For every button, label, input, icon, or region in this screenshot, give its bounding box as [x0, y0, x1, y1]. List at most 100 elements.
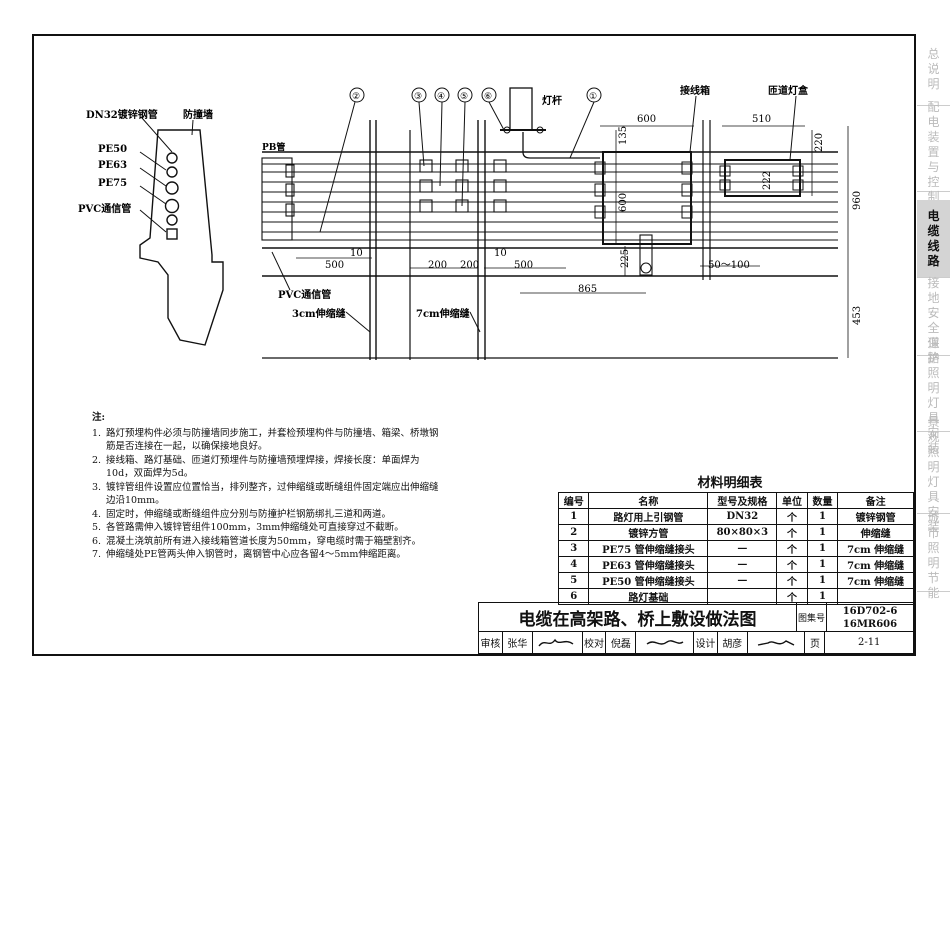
signature-image [748, 632, 806, 653]
cell: 4 [557, 556, 590, 573]
dim-200-b: 200 [460, 260, 479, 271]
cell: 2 [557, 524, 590, 541]
tab-label: 接地安全保护 [927, 275, 940, 365]
tab-landscape-lighting[interactable]: 景观照明灯具安装 [917, 415, 950, 534]
dim-960: 960 [852, 191, 863, 210]
note-number: 2. [92, 454, 102, 466]
dim-500-right: 500 [514, 260, 533, 271]
label-3cm-joint: 3cm伸缩缝 [292, 307, 346, 320]
note-number: 7. [92, 549, 102, 560]
dim-500-left: 500 [325, 260, 344, 271]
note-number: 3. [92, 481, 102, 493]
label-junction-box: 接线箱 [680, 84, 710, 97]
label-7cm-joint: 7cm伸缩缝 [416, 307, 470, 320]
note-number: 5. [92, 522, 102, 533]
plan-view [261, 87, 838, 360]
tab-label: 道路照明灯具安装 [927, 335, 940, 455]
cell: 个 [776, 524, 808, 541]
tab-road-lighting[interactable]: 道路照明灯具安装 [917, 336, 950, 455]
sig-cell: 校对 [583, 632, 607, 653]
materials-title: 材料明细表 [697, 476, 763, 491]
note-text: 路灯预埋构件必须与防撞墙同步施工，并套检预埋构件与防撞墙、箱梁、桥墩钢筋是否连接… [106, 427, 439, 453]
atlas-label: 图集号 [796, 602, 826, 632]
note-text: 伸缩缝处PE管两头伸入钢管时，离钢管中心应各留4～5mm伸缩距离。 [106, 549, 406, 560]
tab-general-notes[interactable]: 总说明 [917, 34, 950, 106]
cell: — [707, 540, 778, 557]
sig-cell: 设计 [694, 632, 718, 653]
note-text: 固定时，伸缩缝或断缝组件应分别与防撞护栏钢筋绑扎三道和两道。 [106, 508, 392, 520]
tab-label: 电缆线路 [927, 208, 940, 268]
cell: 1 [806, 508, 839, 525]
callout-4: ④ [437, 92, 445, 102]
note-item: 6.混凝土浇筑前所有进入接线箱管道长度为50mm，穿电缆时需于箱壁割齐。 [92, 535, 444, 549]
notes-heading: 注: [92, 412, 106, 423]
cell: 个 [776, 588, 808, 605]
tab-power-distribution[interactable]: 配电装置与控制 [917, 100, 950, 204]
cell: 1 [806, 572, 839, 589]
header-cell: 单位 [776, 492, 808, 509]
dim-600-vertical: 600 [618, 193, 629, 212]
dim-600-top: 600 [637, 114, 656, 125]
dimension-lines [296, 125, 849, 358]
title-block: 电缆在高架路、桥上敷设做法图 图集号 16D702-6 16MR606 审核 张… [478, 602, 914, 654]
header-cell: 编号 [557, 492, 590, 509]
label-pvc-section: PVC通信管 [78, 202, 131, 215]
cell: 1 [806, 556, 839, 573]
sig-cell: 审核 [479, 632, 503, 653]
header-cell: 型号及规格 [707, 492, 778, 509]
cell: PE63 管伸缩缝接头 [588, 556, 709, 573]
note-item: 7. 伸缩缝处PE管两头伸入钢管时，离钢管中心应各留4～5mm伸缩距离。 [92, 548, 444, 562]
note-item: 3.镀锌管组件设置应位置恰当，排列整齐，过伸缩缝或断缝组件固定端应出伸缩缝边沿1… [92, 481, 444, 508]
table-header-row: 编号 名称 型号及规格 单位 数量 备注 [557, 492, 914, 509]
label-pvc-plan: PVC通信管 [278, 288, 331, 301]
header-cell: 名称 [588, 492, 709, 509]
side-tab-strip: 总说明 配电装置与控制 电缆线路 接地安全保护 道路照明灯具安装 景观照明灯具安… [917, 34, 950, 604]
note-text: 各管路需伸入镀锌管组件100mm，3mm伸缩缝处可直接穿过不截断。 [106, 522, 404, 533]
dim-10-right: 10 [494, 248, 507, 259]
note-number: 4. [92, 508, 102, 520]
cell: 个 [776, 556, 808, 573]
cell: 个 [776, 540, 808, 557]
barrier-section [139, 117, 224, 346]
cell: 镀锌钢管 [837, 508, 914, 525]
cell: 个 [776, 508, 808, 525]
cell: 5 [557, 572, 590, 589]
label-pe63: PE63 [98, 160, 127, 171]
label-pe50: PE50 [98, 144, 127, 155]
cell [837, 588, 914, 605]
dim-510: 510 [752, 114, 771, 125]
cell: 7cm 伸缩缝 [837, 556, 914, 573]
dim-865: 865 [578, 284, 597, 295]
sig-cell: 倪磊 [606, 632, 637, 653]
tab-label: 配电装置与控制 [927, 100, 940, 204]
atlas-number-2: 16MR606 [842, 619, 898, 630]
tab-grounding-safety[interactable]: 接地安全保护 [917, 276, 950, 365]
cell: 镀锌方管 [588, 524, 709, 541]
tab-label: 景观照明灯具安装 [927, 414, 940, 534]
label-dn32: DN32镀锌钢管 [86, 108, 158, 121]
note-item: 5. 各管路需伸入镀锌管组件100mm，3mm伸缩缝处可直接穿过不截断。 [92, 521, 444, 535]
tab-cable-lines[interactable]: 电缆线路 [917, 200, 950, 278]
cell: PE75 管伸缩缝接头 [588, 540, 709, 557]
cell: 6 [557, 588, 590, 605]
tab-energy-saving[interactable]: 城市照明节能 [917, 511, 950, 600]
cell: 1 [557, 508, 590, 525]
signature-image [533, 632, 583, 653]
notes: 注: 1.路灯预埋构件必须与防撞墙同步施工，并套检预埋构件与防撞墙、箱梁、桥墩钢… [92, 411, 444, 562]
note-item: 4. 固定时，伸缩缝或断缝组件应分别与防撞护栏钢筋绑扎三道和两道。 [92, 508, 444, 522]
cell: 7cm 伸缩缝 [837, 540, 914, 557]
drawing-title: 电缆在高架路、桥上敷设做法图 [478, 602, 796, 632]
note-number: 6. [92, 535, 102, 547]
sig-cell: 胡彦 [718, 632, 748, 653]
signature-image [636, 632, 694, 653]
dim-453: 453 [852, 306, 863, 325]
note-item: 1.路灯预埋构件必须与防撞墙同步施工，并套检预埋构件与防撞墙、箱梁、桥墩钢筋是否… [92, 427, 444, 454]
dim-135: 135 [618, 126, 629, 145]
cell: 1 [806, 588, 839, 605]
atlas-number: 16D702-6 16MR606 [826, 602, 914, 632]
